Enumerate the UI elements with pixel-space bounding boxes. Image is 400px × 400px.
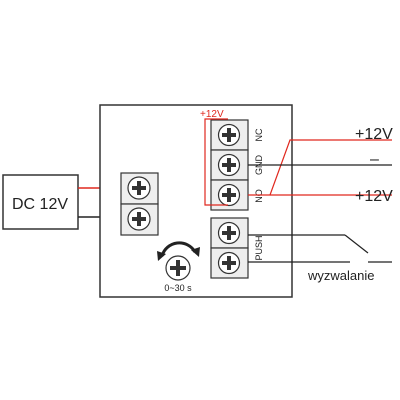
supply-bracket-wire xyxy=(204,118,228,206)
power-supply-box xyxy=(2,174,79,230)
power-supply-label: DC 12V xyxy=(12,196,68,213)
output-plus-bottom-label: +12V xyxy=(355,188,393,205)
input-terminal-block xyxy=(120,172,159,236)
output-wire-positive-top xyxy=(248,139,392,196)
supply-label: +12V xyxy=(200,109,224,120)
screw-slot-icon xyxy=(132,217,146,221)
screw-slot-icon xyxy=(222,163,236,167)
trigger-switch-contact xyxy=(344,234,369,254)
label-nc: NC xyxy=(254,128,264,141)
label-no: NO xyxy=(254,189,264,203)
push-terminal-block xyxy=(210,217,249,279)
output-plus-top-label: +12V xyxy=(355,126,393,143)
label-push: PUSH xyxy=(254,235,264,260)
screw-slot-icon xyxy=(222,261,236,265)
arrow-head-icon xyxy=(191,247,200,257)
rotation-arrow-icon xyxy=(160,241,197,257)
screw-slot-icon xyxy=(222,231,236,235)
trigger-label: wyzwalanie xyxy=(307,268,374,283)
output-minus-label: – xyxy=(370,151,379,168)
timer-range-label: 0~30 s xyxy=(164,283,192,293)
module-board xyxy=(99,104,293,298)
screw-slot-icon xyxy=(170,266,186,270)
screw-slot-icon xyxy=(222,193,236,197)
timer-potentiometer xyxy=(157,241,200,281)
arrow-head-icon xyxy=(157,251,166,261)
relay-terminal-block xyxy=(210,119,249,211)
screw-slot-icon xyxy=(222,133,236,137)
screw-slot-icon xyxy=(132,186,146,190)
